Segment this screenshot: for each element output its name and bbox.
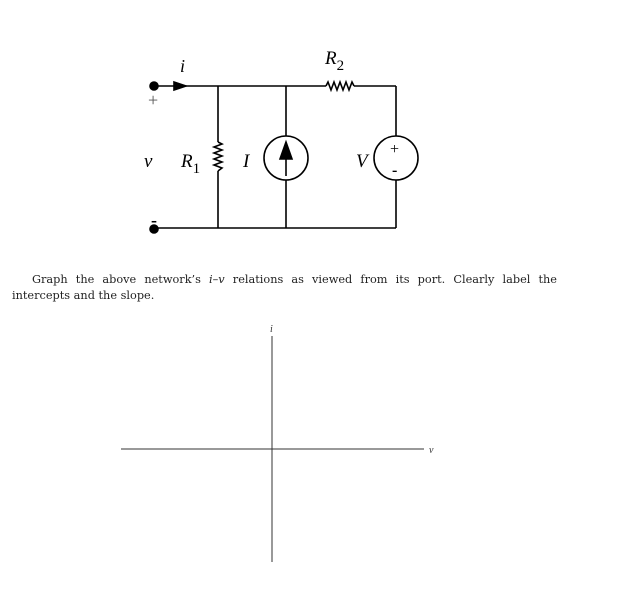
plus-terminal-label: + (148, 90, 158, 110)
voltage-source (373, 135, 419, 181)
resistor-r1 (211, 141, 225, 172)
voltage-source-label: V (356, 151, 370, 172)
question-suffix: relations as viewed from its port. Clear… (12, 273, 557, 302)
i-axis-label: i (270, 324, 273, 335)
v-axis-label: v (429, 445, 434, 456)
port-voltage-label: v (144, 151, 153, 172)
r1-label: R1 (180, 151, 200, 177)
current-source-arrow-icon (278, 139, 294, 160)
negative-terminal-dot (149, 224, 159, 234)
question-prefix: Graph the above network’s (32, 273, 210, 286)
question-text: Graph the above network’s i–v relations … (12, 272, 557, 304)
r2-label: R2 (324, 48, 344, 74)
current-label: i (180, 56, 185, 76)
source-plus-label: + (390, 141, 399, 158)
positive-terminal-dot (149, 81, 159, 91)
minus-terminal-label: - (151, 210, 157, 230)
circuit-diagram (149, 79, 419, 234)
current-source-label: I (242, 151, 251, 172)
iv-axes (121, 336, 424, 562)
question-math: i–v (209, 273, 225, 286)
source-minus-label: - (392, 162, 397, 179)
resistor-r2 (325, 79, 355, 93)
current-arrow-icon (173, 80, 189, 92)
